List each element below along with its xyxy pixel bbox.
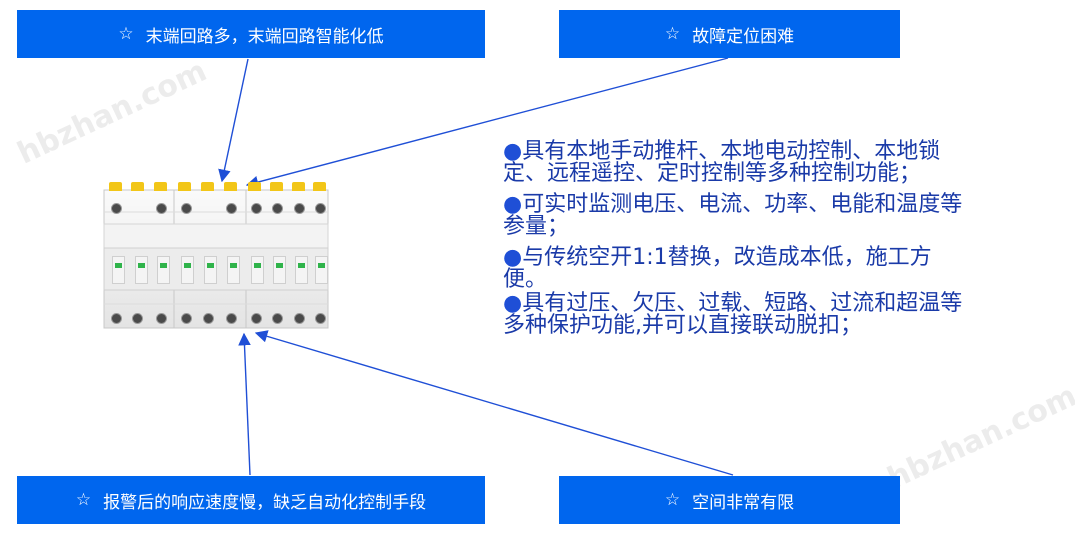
terminal-screw — [294, 203, 305, 214]
terminal-screw — [156, 313, 167, 324]
terminal-screw — [111, 313, 122, 324]
terminal-screw — [251, 313, 262, 324]
terminal-screw — [132, 313, 143, 324]
terminal-tab — [154, 182, 167, 191]
problem-text: 故障定位困难 — [692, 26, 795, 47]
problem-box-bottom-right: ☆ 空间非常有限 — [559, 476, 900, 524]
bullet-icon: ● — [503, 245, 523, 270]
problem-text: 空间非常有限 — [692, 492, 795, 513]
terminal-screw — [181, 203, 192, 214]
terminal-screw — [294, 313, 305, 324]
breaker-switch — [315, 256, 328, 284]
terminal-tab — [270, 182, 283, 191]
arrow-top-right — [245, 57, 729, 189]
feature-item: ●具有本地手动推杆、本地电动控制、本地锁 定、远程遥控、定时控制等多种控制功能； — [503, 141, 1071, 185]
problem-box-top-right: ☆ 故障定位困难 — [559, 10, 900, 58]
feature-text: 具有过压、欠压、过载、短路、过流和超温等 多种保护功能,并可以直接联动脱扣； — [503, 291, 963, 338]
feature-text: 具有本地手动推杆、本地电动控制、本地锁 定、远程遥控、定时控制等多种控制功能； — [503, 139, 941, 186]
breaker-switch — [273, 256, 286, 284]
problem-box-top-left: ☆ 末端回路多，末端回路智能化低 — [17, 10, 485, 58]
terminal-screw — [315, 313, 326, 324]
terminal-screw — [181, 313, 192, 324]
feature-item: ●与传统空开1:1替换，改造成本低，施工方 便。 — [503, 247, 1071, 291]
star-icon: ☆ — [664, 24, 681, 44]
star-icon: ☆ — [118, 24, 134, 44]
terminal-screw — [226, 203, 237, 214]
feature-text: 可实时监测电压、电流、功率、电能和温度等 参量； — [503, 192, 963, 239]
bullet-icon: ● — [503, 291, 523, 316]
terminal-screw — [203, 313, 214, 324]
circuit-breaker-image — [102, 182, 330, 330]
terminal-screw — [111, 203, 122, 214]
star-icon: ☆ — [75, 490, 92, 510]
breaker-switch — [135, 256, 148, 284]
terminal-screw — [251, 203, 262, 214]
terminal-tab — [109, 182, 122, 191]
terminal-tab — [201, 182, 214, 191]
terminal-tab — [248, 182, 261, 191]
breaker-switch — [227, 256, 240, 284]
terminal-screw — [272, 313, 283, 324]
terminal-screw — [156, 203, 167, 214]
terminal-screw — [226, 313, 237, 324]
arrow-top-left — [218, 58, 249, 183]
terminal-tab — [178, 182, 191, 191]
terminal-tab — [292, 182, 305, 191]
terminal-tab — [131, 182, 144, 191]
terminal-screw — [272, 203, 283, 214]
problem-text: 报警后的响应速度慢，缺乏自动化控制手段 — [103, 492, 427, 513]
arrow-bottom-left — [238, 332, 251, 476]
feature-item: ●具有过压、欠压、过载、短路、过流和超温等 多种保护功能,并可以直接联动脱扣； — [503, 293, 1071, 337]
problem-box-bottom-left: ☆ 报警后的响应速度慢，缺乏自动化控制手段 — [17, 476, 485, 524]
feature-item: ●可实时监测电压、电流、功率、电能和温度等 参量； — [503, 194, 1071, 238]
terminal-tab — [313, 182, 326, 191]
arrow-bottom-right — [254, 330, 734, 476]
bullet-icon: ● — [503, 139, 523, 164]
feature-list: ●具有本地手动推杆、本地电动控制、本地锁 定、远程遥控、定时控制等多种控制功能；… — [503, 141, 1071, 346]
breaker-switch — [295, 256, 308, 284]
terminal-tab — [224, 182, 237, 191]
feature-text: 与传统空开1:1替换，改造成本低，施工方 便。 — [503, 245, 932, 292]
breaker-switch — [181, 256, 194, 284]
star-icon: ☆ — [664, 490, 681, 510]
breaker-switch — [251, 256, 264, 284]
breaker-switch — [112, 256, 125, 284]
breaker-switch — [204, 256, 217, 284]
breaker-switch — [157, 256, 170, 284]
problem-text: 末端回路多，末端回路智能化低 — [145, 26, 384, 47]
bullet-icon: ● — [503, 192, 523, 217]
terminal-screw — [315, 203, 326, 214]
